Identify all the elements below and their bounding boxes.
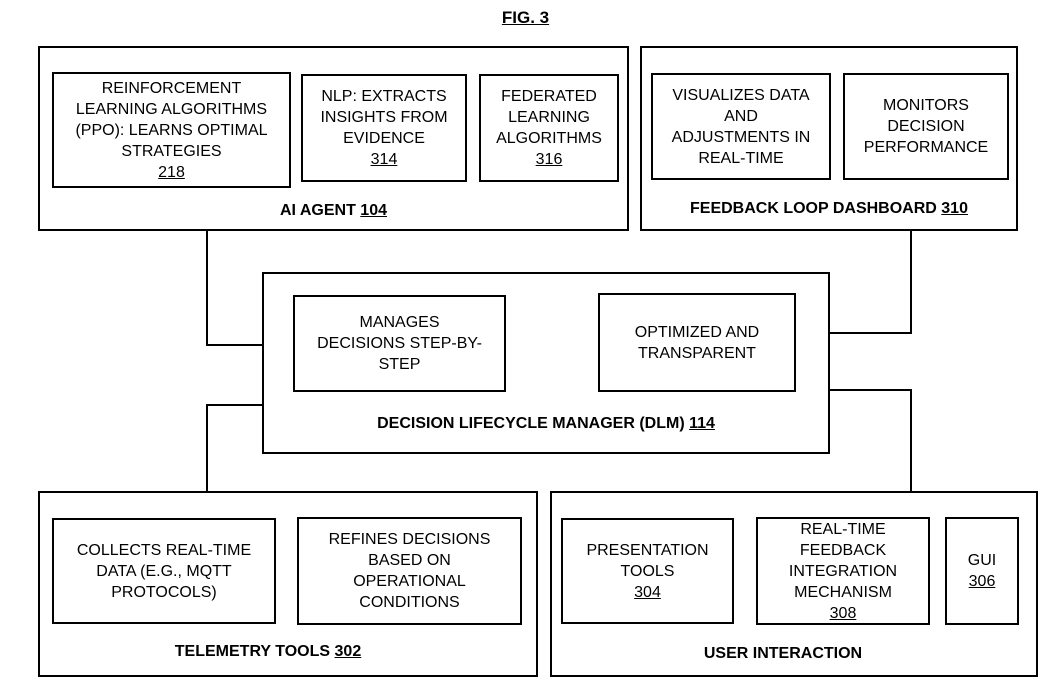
connector-dlm-to-telemetry — [206, 404, 263, 492]
dashboard-box-monitors: MONITORS DECISION PERFORMANCE — [843, 73, 1009, 180]
feedback-dashboard-title-text: FEEDBACK LOOP DASHBOARD — [690, 200, 937, 217]
ai-agent-box-rl: REINFORCEMENT LEARNING ALGORITHMS (PPO):… — [52, 72, 291, 188]
telemetry-box-collects: COLLECTS REAL-TIME DATA (E.G., MQTT PROT… — [52, 518, 276, 624]
dlm-box-manages-text: MANAGES DECISIONS STEP-BY- STEP — [317, 314, 482, 373]
ui-box-presentation-text: PRESENTATION TOOLS — [586, 541, 709, 580]
ui-box-gui-text: GUI — [967, 552, 997, 569]
dlm-title: DECISION LIFECYCLE MANAGER (DLM) 114 — [262, 415, 830, 433]
user-interaction-title-text: USER INTERACTION — [703, 645, 863, 662]
telemetry-title: TELEMETRY TOOLS 302 — [38, 643, 498, 661]
ai-agent-title-text: AI AGENT — [279, 202, 356, 219]
telemetry-title-ref: 302 — [334, 643, 362, 660]
connector-dlm-to-user-interaction — [829, 389, 912, 492]
ai-agent-box-nlp: NLP: EXTRACTS INSIGHTS FROM EVIDENCE 314 — [301, 74, 467, 182]
ui-box-gui-ref: 306 — [968, 573, 996, 590]
dlm-box-manages: MANAGES DECISIONS STEP-BY- STEP — [293, 295, 506, 392]
ui-box-presentation-ref: 304 — [634, 583, 661, 601]
ai-agent-box-nlp-text: NLP: EXTRACTS INSIGHTS FROM EVIDENCE — [320, 88, 448, 147]
ai-agent-box-federated-text: FEDERATED LEARNING ALGORITHMS — [496, 88, 602, 147]
dlm-box-optimized-text: OPTIMIZED AND TRANSPARENT — [634, 323, 760, 362]
telemetry-box-refines-text: REFINES DECISIONS BASED ON OPERATIONAL C… — [328, 531, 491, 611]
figure-label: FIG. 3 — [501, 8, 550, 27]
ui-box-feedback-mechanism: REAL-TIME FEEDBACK INTEGRATION MECHANISM… — [756, 517, 930, 625]
ai-agent-box-nlp-ref: 314 — [370, 151, 398, 168]
feedback-dashboard-title: FEEDBACK LOOP DASHBOARD 310 — [640, 200, 1018, 218]
ai-agent-box-rl-ref: 218 — [158, 163, 185, 181]
ai-agent-title-ref: 104 — [360, 202, 387, 219]
connector-ai-agent-to-dlm — [206, 230, 263, 346]
ai-agent-box-federated-ref: 316 — [535, 151, 563, 168]
dlm-title-ref: 114 — [689, 415, 715, 432]
dashboard-box-visualizes: VISUALIZES DATA AND ADJUSTMENTS IN REAL-… — [651, 73, 831, 180]
ai-agent-box-rl-text: REINFORCEMENT LEARNING ALGORITHMS (PPO):… — [75, 79, 268, 160]
ai-agent-box-federated: FEDERATED LEARNING ALGORITHMS 316 — [479, 74, 619, 182]
ui-box-feedback-mechanism-text: REAL-TIME FEEDBACK INTEGRATION MECHANISM — [788, 520, 898, 601]
telemetry-title-text: TELEMETRY TOOLS — [174, 643, 331, 660]
connector-dashboard-to-dlm — [829, 230, 912, 334]
dlm-title-text: DECISION LIFECYCLE MANAGER (DLM) — [377, 415, 685, 432]
user-interaction-title: USER INTERACTION — [550, 645, 1016, 663]
dashboard-box-monitors-text: MONITORS DECISION PERFORMANCE — [863, 97, 989, 156]
ui-box-feedback-mechanism-ref: 308 — [829, 604, 857, 622]
ui-box-gui: GUI 306 — [945, 517, 1019, 625]
dlm-box-optimized: OPTIMIZED AND TRANSPARENT — [598, 293, 796, 392]
dashboard-box-visualizes-text: VISUALIZES DATA AND ADJUSTMENTS IN REAL-… — [671, 86, 811, 167]
ai-agent-title: AI AGENT 104 — [38, 202, 629, 220]
ui-box-presentation: PRESENTATION TOOLS 304 — [561, 518, 734, 624]
telemetry-box-refines: REFINES DECISIONS BASED ON OPERATIONAL C… — [297, 517, 522, 625]
feedback-dashboard-title-ref: 310 — [941, 200, 968, 217]
telemetry-box-collects-text: COLLECTS REAL-TIME DATA (E.G., MQTT PROT… — [76, 541, 252, 601]
